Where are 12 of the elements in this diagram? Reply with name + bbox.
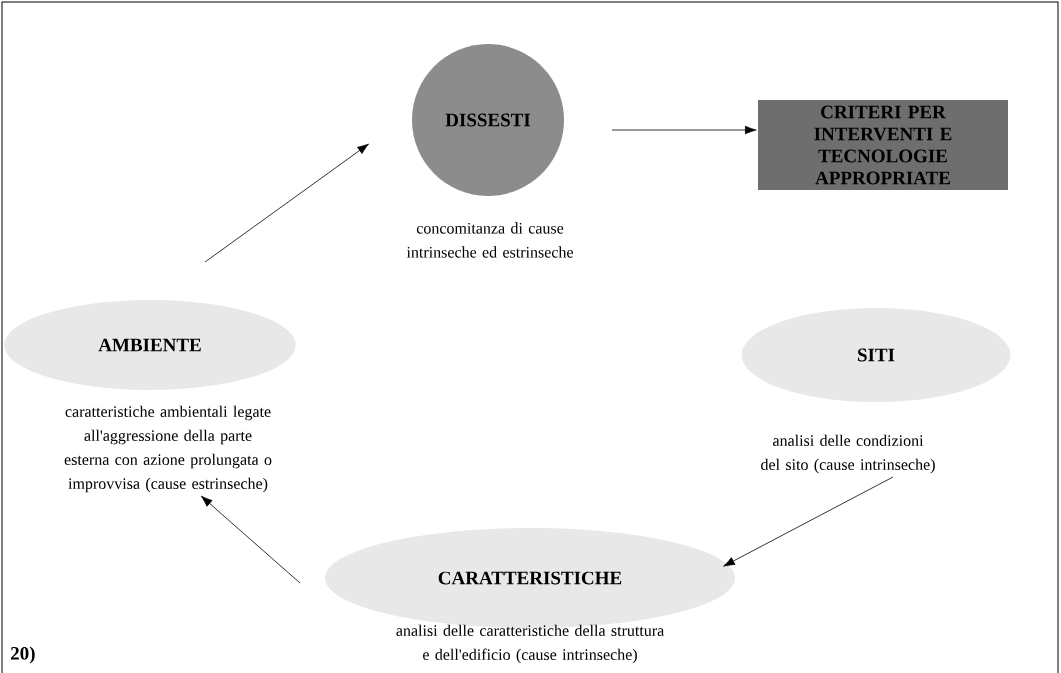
circle-node: DISSESTI [412,44,564,196]
arrow [204,143,369,263]
arrow [200,495,301,584]
figure-number: 20) [11,646,35,664]
caption-text: concomitanza di cause intrinseche ed estrinseche [406,222,573,258]
ellipse-node: AMBIENTE [4,300,296,390]
caption-text: caratteristiche ambientali legate all'aggressione della parte esterna con azione prolungata o improvvisa (cause estrinseche) [64,405,272,493]
rectangle-node: CRITERI PER INTERVENTI E TECNOLOGIE APPROPRIATE [758,100,1008,190]
arrow [723,476,894,567]
caption-text: analisi delle condizioni del sito (cause intrinseche) [761,434,935,474]
ellipse-node: SITI [741,308,1011,402]
arrow [611,125,757,135]
